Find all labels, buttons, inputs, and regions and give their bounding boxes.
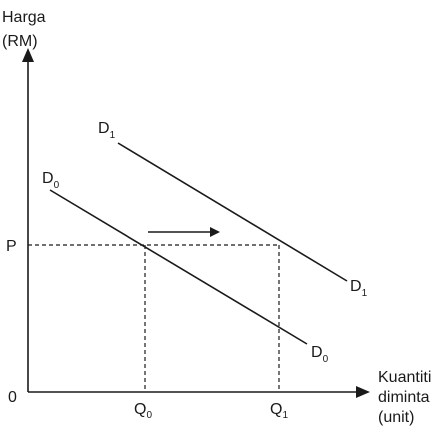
d0-bottom-label: D0 [311,344,329,365]
x-axis-arrowhead [356,386,370,398]
x-axis-title-line1: Kuantiti [378,369,431,386]
price-label: P [6,238,17,255]
x-axis-title-line2: diminta [378,389,430,406]
q0-label: Q0 [134,401,152,421]
d0-top-label: D0 [42,170,60,191]
d1-top-label: D1 [98,120,116,141]
y-axis-arrowhead [22,48,34,62]
d1-bottom-label: D1 [350,278,368,299]
q1-label: Q1 [270,401,288,421]
demand-curve-d0 [49,189,308,345]
demand-curve-d1 [117,142,348,282]
origin-label: 0 [8,389,17,406]
x-axis-title-line3: (unit) [378,409,414,426]
y-axis-title-line1: Harga [2,9,46,26]
y-axis-title-line2: (RM) [2,33,38,50]
